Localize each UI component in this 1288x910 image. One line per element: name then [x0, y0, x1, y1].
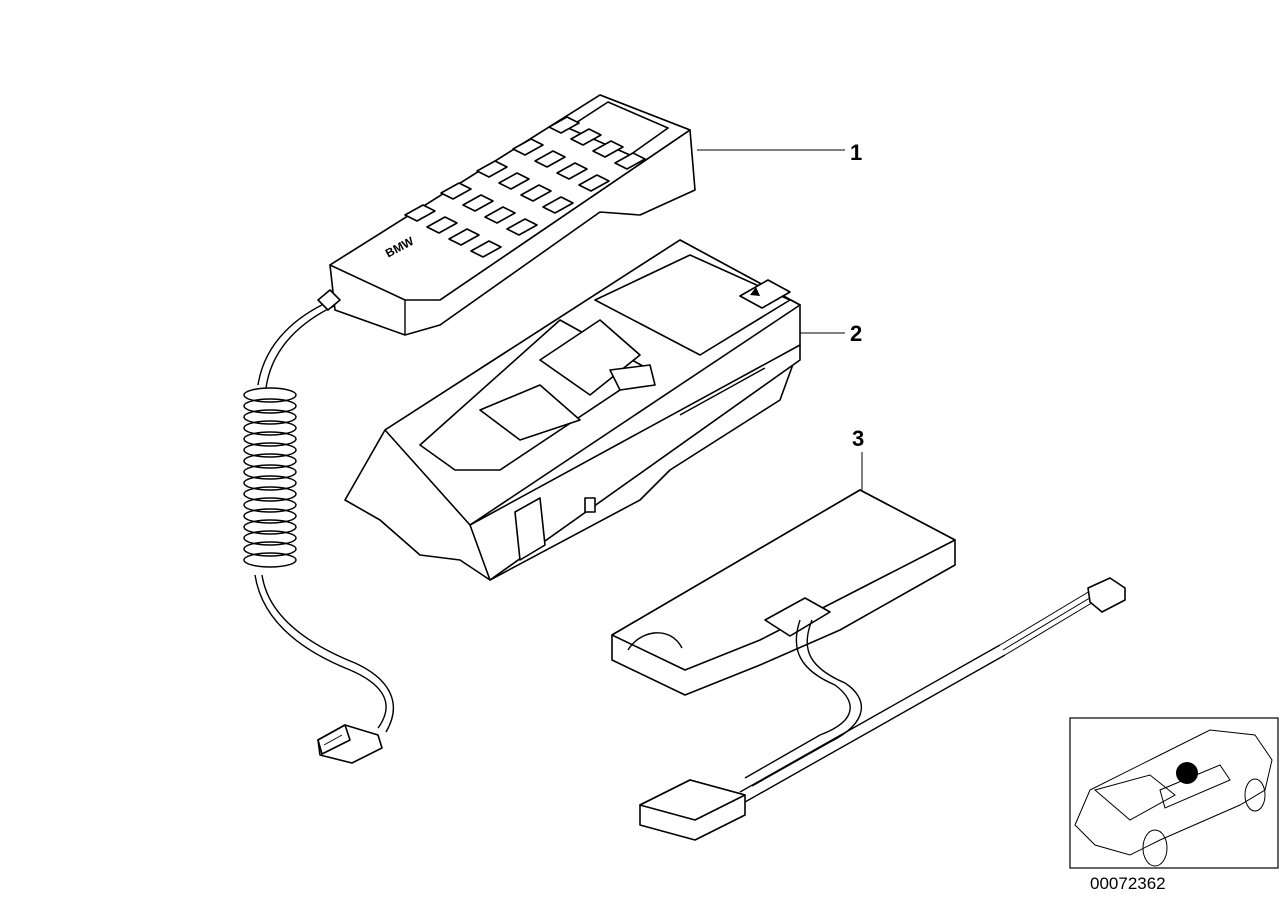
- keypad-key: [404, 204, 436, 222]
- cord-coil: [243, 552, 297, 568]
- location-marker: [1176, 762, 1198, 784]
- cord-coil: [243, 420, 297, 436]
- keypad-key: [542, 196, 574, 214]
- keypad-key: [498, 172, 530, 190]
- cord-coil: [243, 508, 297, 524]
- control-module: [611, 489, 956, 696]
- keypad-key: [548, 116, 580, 134]
- cord-coil: [243, 475, 297, 491]
- handset-connector: [317, 724, 383, 764]
- vehicle-location-inset: [1069, 717, 1279, 869]
- cord-coil: [243, 398, 297, 414]
- keypad-key: [448, 228, 480, 246]
- cord-coil: [243, 431, 297, 447]
- wiring-harness: [639, 577, 1126, 841]
- cord-coil: [243, 486, 297, 502]
- cradle: [344, 239, 801, 581]
- keypad-key: [426, 216, 458, 234]
- keypad-key: [462, 194, 494, 212]
- cord-coil: [243, 464, 297, 480]
- keypad-key: [570, 128, 602, 146]
- cord-coil: [243, 387, 297, 403]
- handset-keypad: [404, 116, 646, 258]
- diagram-code: 00072362: [1090, 874, 1166, 893]
- keypad-key: [578, 174, 610, 192]
- keypad-key: [614, 152, 646, 170]
- keypad-key: [440, 182, 472, 200]
- keypad-key: [556, 162, 588, 180]
- cord-coil: [243, 442, 297, 458]
- callout-3: 3: [852, 426, 865, 451]
- handset: [317, 94, 696, 336]
- callout-1: 1: [850, 140, 863, 165]
- keypad-key: [512, 138, 544, 156]
- keypad-key: [520, 184, 552, 202]
- cord-coil: [243, 497, 297, 513]
- keypad-key: [506, 218, 538, 236]
- cord-coil: [243, 409, 297, 425]
- cord-coil: [243, 530, 297, 546]
- keypad-key: [470, 240, 502, 258]
- callout-2: 2: [850, 321, 863, 346]
- keypad-key: [476, 160, 508, 178]
- cord-coil: [243, 541, 297, 557]
- cord-coil: [243, 519, 297, 535]
- keypad-key: [534, 150, 566, 168]
- cord-coil: [243, 453, 297, 469]
- keypad-key: [592, 140, 624, 158]
- keypad-key: [484, 206, 516, 224]
- coiled-cord: [243, 301, 395, 733]
